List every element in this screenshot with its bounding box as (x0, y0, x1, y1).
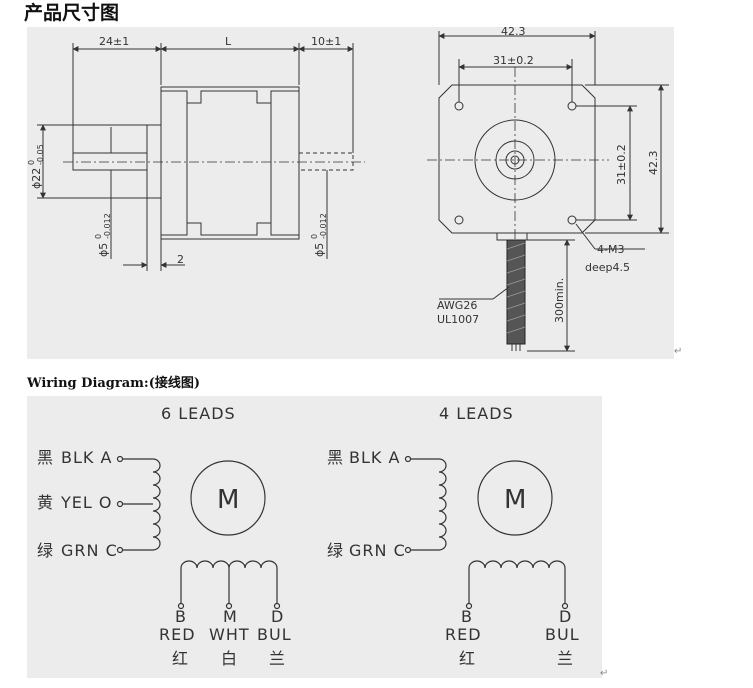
four-lead-motor-label: M (504, 485, 526, 515)
four-lead-blk-cn: 黑 (327, 448, 344, 467)
four-lead-blk-en: BLK A (349, 448, 400, 467)
dim-shaft-diameter: ϕ5 (97, 243, 110, 257)
dim-hole-spacing-v: 31±0.2 (615, 144, 628, 185)
six-lead-m-pin: M (223, 607, 238, 626)
page-title: 产品尺寸图 (24, 2, 120, 24)
front-shaft (72, 152, 148, 171)
wiring-heading: Wiring Diagram:(接线图) (27, 376, 201, 391)
dim-flange-tol-lower: -0.05 (36, 144, 45, 165)
mount-hole (454, 101, 464, 111)
four-lead-bul: BUL (545, 625, 580, 644)
six-lead-wht-cn: 白 (221, 649, 238, 668)
six-lead-red-cn: 红 (172, 649, 189, 668)
wire-gauge: AWG26 (437, 299, 477, 312)
six-lead-b-pin: B (175, 607, 187, 626)
four-lead-d-pin: D (559, 607, 572, 626)
wire-standard: UL1007 (437, 313, 479, 326)
six-lead-red: RED (159, 625, 196, 644)
dim-flange-thickness: 2 (177, 253, 184, 266)
paragraph-mark: ↵ (674, 346, 683, 357)
six-lead-d-pin: D (271, 607, 284, 626)
wiring-diagram-panel: 6 LEADS 黑 BLK A 黄 YEL O 绿 GRN C B RED 红 … (27, 396, 602, 678)
dim-shaft-length: 24±1 (99, 35, 129, 48)
dim-height: 42.3 (647, 151, 660, 176)
dim-flange-diameter: ϕ22 (30, 168, 43, 189)
four-lead-red-cn: 红 (459, 649, 476, 668)
motor-body (160, 86, 300, 240)
mount-hole (567, 101, 577, 111)
six-leads-title: 6 LEADS (161, 404, 236, 423)
wiring-diagram: 6 LEADS 黑 BLK A 黄 YEL O 绿 GRN C B RED 红 … (37, 404, 580, 668)
six-lead-yel-cn: 黄 (37, 493, 54, 512)
six-lead-grn-en: GRN C (61, 541, 118, 560)
six-lead-bul: BUL (257, 625, 292, 644)
six-lead-coil-a (123, 458, 161, 551)
six-lead-blk-en: BLK A (61, 448, 112, 467)
four-lead-coil-b (468, 560, 566, 604)
four-lead-motor-symbol (477, 460, 553, 536)
hole-label: 4-M3 (597, 243, 624, 256)
four-lead-bul-cn: 兰 (557, 649, 574, 668)
four-lead-grn-en: GRN C (349, 541, 406, 560)
six-lead-blk-cn: 黑 (37, 448, 54, 467)
six-lead-motor-label: M (217, 485, 239, 515)
lead-length: 300min. (553, 278, 566, 323)
front-face (438, 84, 596, 234)
six-lead-motor-symbol (190, 460, 266, 536)
dim-rear-tol-lower: -0.012 (319, 213, 328, 239)
dim-shaft-tol-lower: -0.012 (103, 213, 112, 239)
dim-shaft-tol-upper: 0 (94, 234, 103, 239)
mount-hole (567, 215, 577, 225)
four-lead-red: RED (445, 625, 482, 644)
dimension-drawing-panel: 24±1 L 10±1 ϕ22 0 -0.05 ϕ5 0 -0.012 ϕ5 0… (27, 25, 674, 359)
dim-hole-spacing-h: 31±0.2 (493, 54, 534, 67)
six-lead-coil-b (180, 560, 278, 604)
six-lead-grn-cn: 绿 (37, 541, 54, 560)
flange (146, 124, 162, 199)
four-lead-coil-a (411, 458, 447, 551)
dim-rear-tol-upper: 0 (310, 234, 319, 239)
six-lead-yel-en: YEL O (60, 493, 112, 512)
dim-flange-tol-upper: 0 (27, 160, 36, 165)
dim-width: 42.3 (501, 27, 526, 38)
hole-depth: deep4.5 (585, 261, 630, 274)
six-lead-wht: WHT (209, 625, 250, 644)
paragraph-mark-2: ↵ (600, 668, 609, 679)
side-view (37, 43, 365, 271)
four-lead-b-pin: B (461, 607, 473, 626)
dim-rear-shaft: 10±1 (311, 35, 341, 48)
front-view (427, 31, 669, 352)
six-lead-bul-cn: 兰 (269, 649, 286, 668)
rear-shaft (298, 152, 354, 171)
mount-hole (454, 215, 464, 225)
dimension-drawing: 24±1 L 10±1 ϕ22 0 -0.05 ϕ5 0 -0.012 ϕ5 0… (27, 25, 669, 352)
four-leads-title: 4 LEADS (439, 404, 514, 423)
dim-body-length: L (225, 35, 232, 48)
four-lead-grn-cn: 绿 (327, 541, 344, 560)
dim-rear-shaft-diameter: ϕ5 (313, 243, 326, 257)
